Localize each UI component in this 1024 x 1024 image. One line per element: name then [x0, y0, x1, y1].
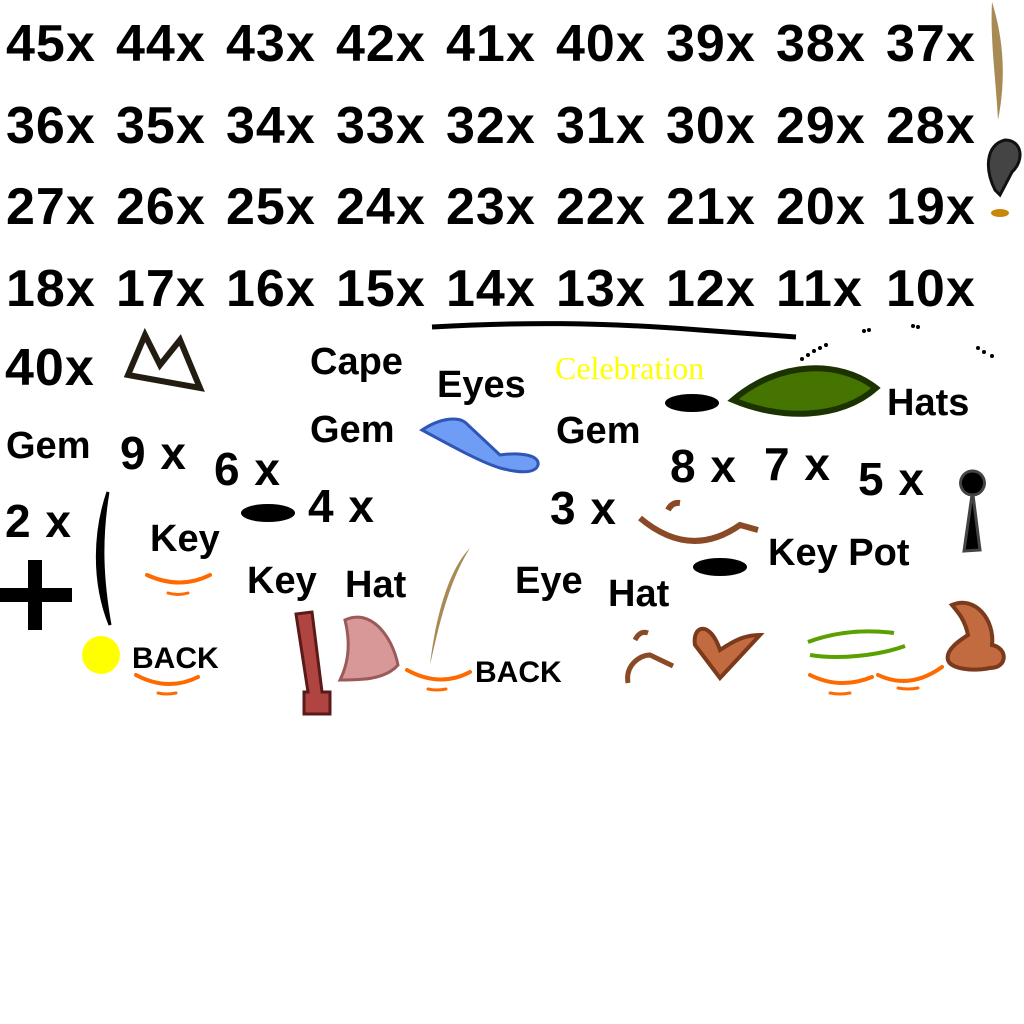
- multiplier-label: 30x: [666, 97, 756, 155]
- hook-icon: [986, 138, 1022, 198]
- multiplier-label: 27x: [6, 178, 96, 236]
- multiplier-label: 37x: [886, 15, 976, 73]
- multiplier-label: 18x: [6, 260, 96, 318]
- multiplier-label: 40x: [556, 15, 646, 73]
- multiplier-label: 34x: [226, 97, 316, 155]
- multiplier-label: 41x: [446, 15, 536, 73]
- line-stroke: [431, 321, 797, 340]
- multiplier-label: 28x: [886, 97, 976, 155]
- multiplier-label: 11x: [776, 260, 863, 318]
- gem-label: Gem: [310, 409, 395, 451]
- multiplier-label: 25x: [226, 178, 316, 236]
- multiplier-label: 13x: [556, 260, 646, 318]
- drip-icon: [991, 209, 1009, 217]
- multiplier-label: 39x: [666, 15, 756, 73]
- horn-icon: [337, 615, 400, 682]
- back-label: BACK: [132, 642, 219, 675]
- multiplier-label: 45x: [6, 15, 96, 73]
- hat-label: Hat: [345, 564, 407, 606]
- eye-label: Eye: [515, 560, 583, 602]
- multiplier-label: 15x: [336, 260, 426, 318]
- multiplier-label: 12x: [666, 260, 756, 318]
- glow-icon: [82, 636, 120, 674]
- eyebrow-icon: [95, 491, 112, 626]
- hats-label: Hats: [887, 382, 970, 424]
- strap-icon: [294, 610, 332, 716]
- multiplier-label: 17x: [116, 260, 206, 318]
- crown-icon: [123, 327, 205, 392]
- multiplier-label: 7 x: [764, 438, 831, 490]
- cape-icon: [419, 417, 540, 474]
- celebration-label: Celebration: [555, 350, 705, 386]
- hole-icon: [241, 504, 295, 522]
- multiplier-label: 38x: [776, 15, 866, 73]
- key-pot-label: Key Pot: [768, 532, 910, 574]
- multiplier-label: 19x: [886, 178, 976, 236]
- keyhole-icon: [959, 469, 986, 553]
- multiplier-label: 20x: [776, 178, 866, 236]
- multiplier-label: 35x: [116, 97, 206, 155]
- multiplier-label: 33x: [336, 97, 426, 155]
- key-label: Key: [150, 518, 220, 560]
- multiplier-label: 32x: [446, 97, 536, 155]
- cape-label: Cape: [310, 341, 403, 383]
- heart-icon: [692, 626, 765, 682]
- multiplier-label: 9 x: [120, 427, 187, 479]
- multiplier-label: 29x: [776, 97, 866, 155]
- smile-icon: [134, 573, 944, 696]
- multiplier-label: 3 x: [550, 482, 617, 534]
- leaf-icon: [727, 365, 881, 417]
- hat-label: Hat: [608, 573, 670, 615]
- multiplier-label: 6 x: [214, 443, 281, 495]
- multiplier-label: 5 x: [858, 453, 925, 505]
- gem-label: Gem: [556, 410, 641, 452]
- multiplier-label: 4 x: [308, 480, 375, 532]
- multiplier-label: 24x: [336, 178, 426, 236]
- multiplier-label: 42x: [336, 15, 426, 73]
- multiplier-label: 26x: [116, 178, 206, 236]
- eyes-label: Eyes: [437, 364, 526, 406]
- multiplier-label: 8 x: [670, 440, 737, 492]
- multiplier-label: 16x: [226, 260, 316, 318]
- multiplier-label: 40x: [5, 339, 95, 397]
- key-label: Key: [247, 560, 317, 602]
- back-label: BACK: [475, 656, 562, 689]
- hole-icon: [693, 558, 747, 576]
- multiplier-label: 44x: [116, 15, 206, 73]
- multiplier-label: 14x: [446, 260, 536, 318]
- multiplier-label: 23x: [446, 178, 536, 236]
- plus-icon: [0, 560, 72, 630]
- multiplier-label: 22x: [556, 178, 646, 236]
- grin-icon: [638, 499, 759, 544]
- multiplier-label: 36x: [6, 97, 96, 155]
- multiplier-label: 2 x: [5, 495, 72, 547]
- feather-icon: [430, 548, 470, 665]
- multiplier-label: 21x: [666, 178, 756, 236]
- hole-icon: [665, 394, 719, 412]
- gem-label: Gem: [6, 425, 91, 467]
- multiplier-label: 10x: [886, 260, 976, 318]
- feather-icon: [991, 2, 1003, 120]
- eyebrow-icon: [625, 629, 675, 684]
- hand-icon: [945, 600, 1006, 672]
- dots-icon: [800, 324, 994, 361]
- multiplier-label: 43x: [226, 15, 316, 73]
- multiplier-label: 31x: [556, 97, 646, 155]
- leaf-stroke-icon: [807, 629, 906, 659]
